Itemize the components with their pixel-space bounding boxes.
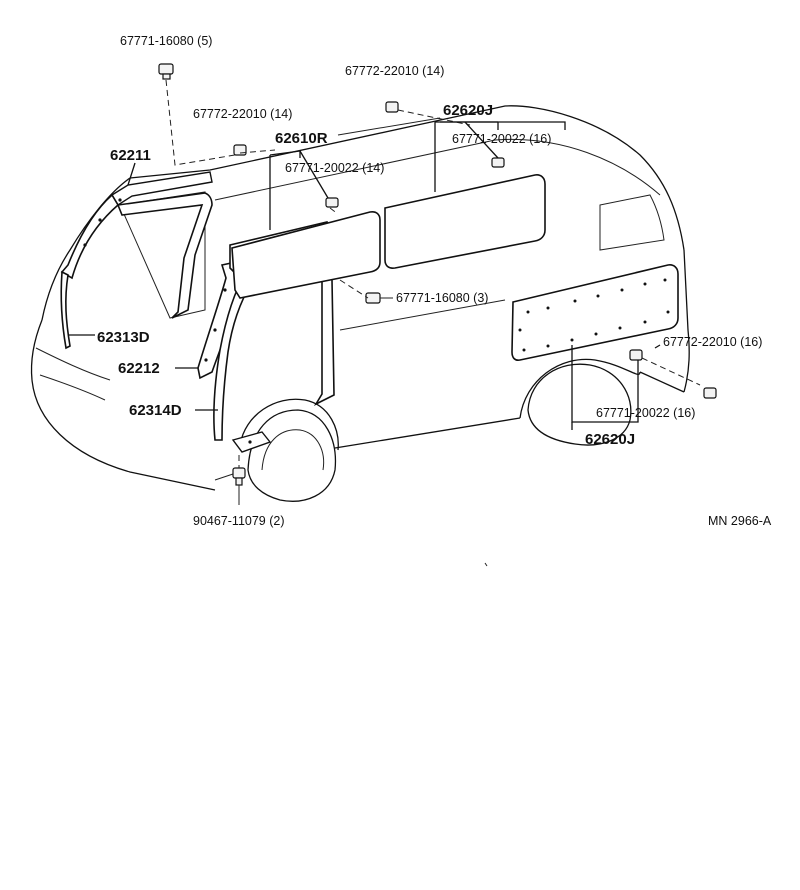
lower-bracket [231, 431, 272, 453]
upper-side-panel-mid [231, 211, 381, 299]
label-62211: 62211 [110, 147, 151, 164]
lower-side-panel-62620j [511, 264, 679, 361]
clip-icon [233, 144, 247, 156]
clip-icon [703, 387, 717, 399]
clip-icon [365, 292, 381, 304]
van-body [30, 105, 690, 502]
label-67772-22010-14-top: 67772-22010 (14) [345, 64, 444, 78]
upper-side-panel-62620j [384, 174, 546, 269]
label-62620j-bottom: 62620J [585, 431, 635, 448]
label-67771-20022-16-top: 67771-20022 (16) [452, 132, 551, 146]
weatherstrip-62313d [60, 270, 71, 350]
clip-icon [629, 349, 643, 361]
label-67772-22010-14: 67772-22010 (14) [193, 107, 292, 121]
label-diagram-code: MN 2966-A [708, 514, 772, 528]
clip-icon [158, 63, 174, 80]
label-62314d: 62314D [129, 402, 182, 419]
label-62610r: 62610R [275, 130, 328, 147]
label-62212: 62212 [118, 360, 160, 377]
label-67772-22010-16: 67772-22010 (16) [663, 335, 762, 349]
leader-lines [68, 79, 701, 505]
screw-icon [232, 467, 246, 486]
clip-icon [325, 197, 339, 208]
label-67771-20022-14: 67771-20022 (14) [285, 161, 384, 175]
label-67771-16080-3: 67771-16080 (3) [396, 291, 488, 305]
fasteners [158, 63, 717, 486]
tick-mark [484, 562, 488, 567]
label-90467-11079-2: 90467-11079 (2) [193, 514, 285, 528]
label-62620j-top: 62620J [443, 102, 493, 119]
clip-icon [385, 101, 399, 113]
door-weatherstrip-front [116, 192, 213, 319]
clip-icon [491, 157, 505, 168]
label-62313d: 62313D [97, 329, 150, 346]
label-67771-20022-16-bottom: 67771-20022 (16) [596, 406, 695, 420]
label-67771-16080-5: 67771-16080 (5) [120, 34, 212, 48]
part-labels: 67771-16080 (5) 67772-22010 (14) 67772-2… [97, 34, 772, 528]
